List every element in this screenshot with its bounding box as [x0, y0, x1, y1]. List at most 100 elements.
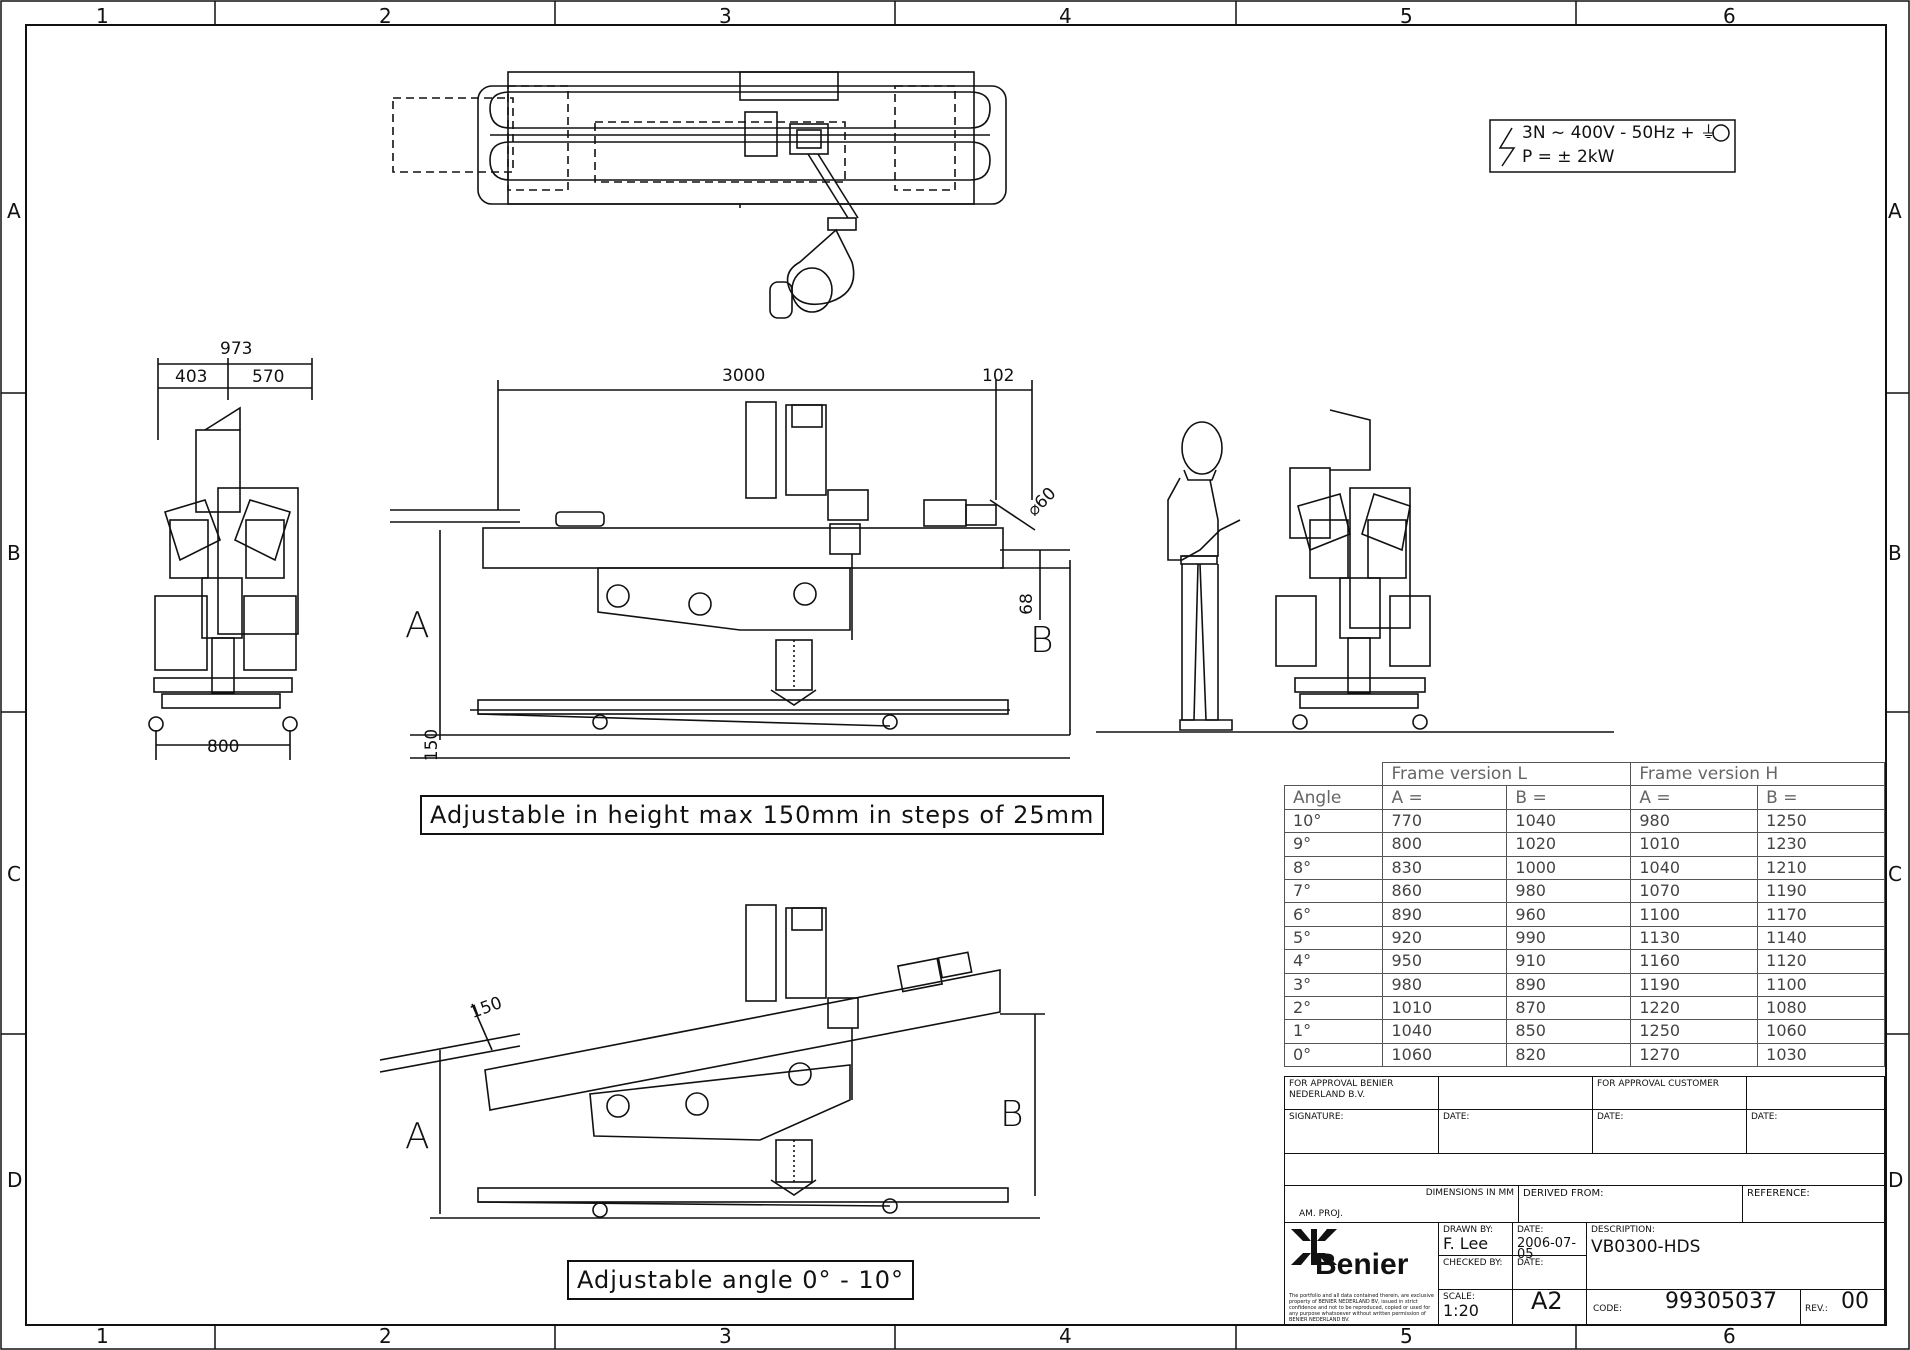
value-cell: 1040 — [1506, 808, 1632, 834]
value-cell: 1170 — [1757, 902, 1885, 927]
zone-col-3-bottom: 3 — [719, 1324, 732, 1348]
description-value: VB0300-HDS — [1591, 1237, 1701, 1257]
dim-width-total: 973 — [220, 339, 253, 359]
angle-cell: 2° — [1283, 995, 1384, 1021]
angle-cell: 0° — [1283, 1042, 1384, 1068]
value-cell: 770 — [1382, 808, 1508, 834]
zone-row-b-right: B — [1888, 541, 1902, 565]
zone-row-b: B — [7, 541, 21, 565]
scale-cell: SCALE:1:20 — [1438, 1289, 1513, 1325]
value-cell: 1190 — [1630, 972, 1759, 997]
col-angle: Angle — [1283, 785, 1384, 810]
zone-row-c-right: C — [1888, 862, 1902, 886]
table-group-row: Frame version L Frame version H — [1284, 761, 1885, 787]
value-cell: 1140 — [1757, 925, 1885, 951]
projection-cell: DIMENSIONS IN MM AM. PROJ. — [1284, 1185, 1519, 1223]
col-a-l: A = — [1382, 785, 1508, 810]
col-a-h: A = — [1630, 785, 1759, 810]
group-l: Frame version L — [1382, 761, 1632, 787]
value-cell: 980 — [1382, 972, 1508, 997]
value-cell: 980 — [1506, 878, 1632, 904]
power-spec-box — [1489, 119, 1736, 173]
value-cell: 820 — [1506, 1042, 1632, 1068]
value-cell: 1040 — [1630, 855, 1759, 880]
angle-cell: 4° — [1283, 949, 1384, 974]
projection-label: AM. PROJ. — [1299, 1209, 1343, 1219]
value-cell: 1190 — [1757, 878, 1885, 904]
zone-col-1: 1 — [96, 4, 109, 28]
checked-by-cell: CHECKED BY: — [1438, 1255, 1513, 1290]
approval-customer: FOR APPROVAL CUSTOMER — [1592, 1076, 1747, 1110]
zone-row-d-right: D — [1888, 1168, 1904, 1192]
dim-width-left: 403 — [175, 367, 208, 387]
dim-overhang: 102 — [982, 366, 1015, 386]
value-cell: 1160 — [1630, 949, 1759, 974]
angle-cell: 3° — [1283, 972, 1384, 997]
drawn-by-value: F. Lee — [1443, 1234, 1489, 1253]
value-cell: 1070 — [1630, 878, 1759, 904]
zone-col-3: 3 — [719, 4, 732, 28]
angle-cell: 1° — [1283, 1019, 1384, 1044]
operator-view — [1096, 409, 1614, 733]
zone-col-4: 4 — [1059, 4, 1072, 28]
side-view — [390, 380, 1071, 759]
caption-height: Adjustable in height max 150mm in steps … — [420, 795, 1105, 835]
title-block: FOR APPROVAL BENIER NEDERLAND B.V. FOR A… — [1284, 1076, 1885, 1325]
zone-col-6: 6 — [1723, 4, 1736, 28]
label-a-angled: A — [405, 1116, 430, 1157]
reference-cell: REFERENCE: — [1742, 1185, 1885, 1223]
approval-benier-box — [1438, 1076, 1593, 1110]
caption-angle: Adjustable angle 0° - 10° — [567, 1260, 914, 1300]
zone-row-a-right: A — [1888, 199, 1902, 223]
value-cell: 850 — [1506, 1019, 1632, 1044]
company-name: Benier — [1315, 1248, 1409, 1281]
col-b-l: B = — [1506, 785, 1632, 810]
earth-symbol — [1712, 124, 1730, 142]
zone-row-a: A — [7, 199, 21, 223]
disclaimer-text: The portfolio and all data contained the… — [1289, 1293, 1434, 1323]
value-cell: 1060 — [1382, 1042, 1508, 1068]
value-cell: 990 — [1506, 925, 1632, 951]
value-cell: 1080 — [1757, 995, 1885, 1021]
zone-col-4-bottom: 4 — [1059, 1324, 1072, 1348]
blank-row — [1284, 1153, 1885, 1186]
col-b-h: B = — [1757, 785, 1885, 810]
front-view-left — [148, 358, 313, 760]
zone-col-5-bottom: 5 — [1400, 1324, 1413, 1348]
description-cell: DESCRIPTION:VB0300-HDS — [1586, 1222, 1885, 1290]
date-cell-1: DATE: — [1438, 1109, 1593, 1154]
angle-cell: 5° — [1283, 925, 1384, 951]
value-cell: 1000 — [1506, 855, 1632, 880]
angle-cell: 8° — [1283, 855, 1384, 880]
value-cell: 1060 — [1757, 1019, 1885, 1044]
value-cell: 910 — [1506, 949, 1632, 974]
power-line-1: 3N ~ 400V - 50Hz + ⏚ — [1522, 123, 1717, 143]
value-cell: 960 — [1506, 902, 1632, 927]
value-cell: 950 — [1382, 949, 1508, 974]
value-cell: 920 — [1382, 925, 1508, 951]
approval-benier: FOR APPROVAL BENIER NEDERLAND B.V. — [1284, 1076, 1439, 1110]
angle-table: Frame version L Frame version H Angle A … — [1283, 761, 1885, 1068]
table-header-row: Angle A = B = A = B = — [1283, 785, 1885, 810]
value-cell: 830 — [1382, 855, 1508, 880]
value-cell: 860 — [1382, 878, 1508, 904]
value-cell: 1040 — [1382, 1019, 1508, 1044]
dim-base-width: 800 — [207, 737, 240, 757]
zone-col-1-bottom: 1 — [96, 1324, 109, 1348]
date-cell-3: DATE: — [1746, 1109, 1885, 1154]
inner-border — [25, 24, 1887, 1326]
value-cell: 1210 — [1757, 855, 1885, 880]
derived-cell: DERIVED FROM: — [1518, 1185, 1743, 1223]
value-cell: 1130 — [1630, 925, 1759, 951]
angle-cell: 7° — [1283, 878, 1384, 904]
angle-cell: 6° — [1283, 902, 1384, 927]
value-cell: 800 — [1382, 832, 1508, 857]
